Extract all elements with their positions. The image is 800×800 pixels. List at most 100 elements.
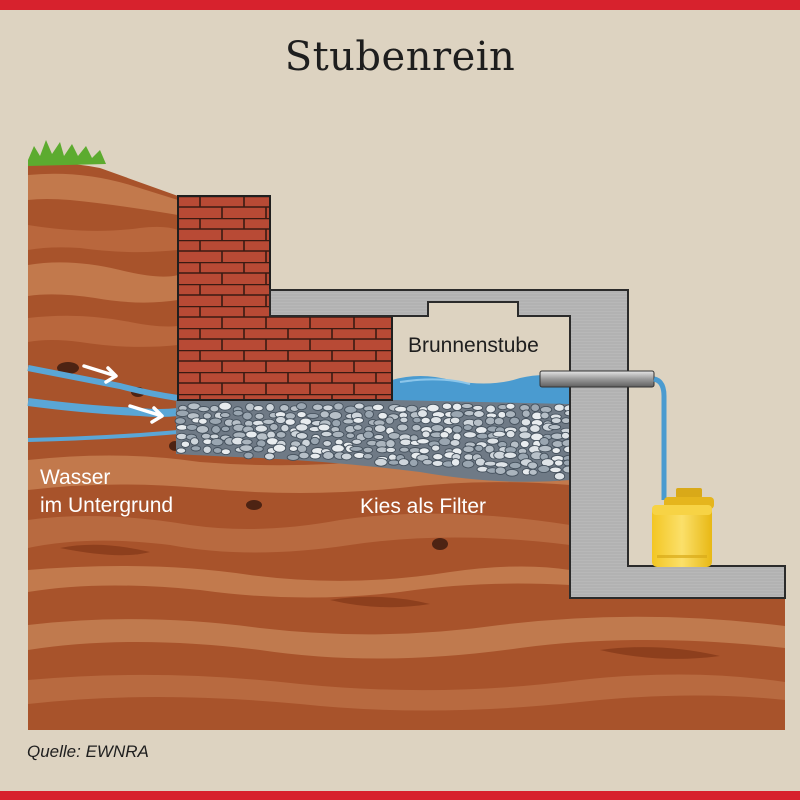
label-groundwater-line2: im Untergrund xyxy=(40,494,173,517)
gravel-pebble xyxy=(472,404,484,411)
gravel-pebble xyxy=(220,425,231,433)
gravel-pebble xyxy=(551,447,561,454)
gravel-pebble xyxy=(364,409,374,419)
gravel-pebble xyxy=(262,418,275,425)
gravel-pebble xyxy=(309,452,321,460)
gravel-pebble xyxy=(195,425,210,434)
gravel-pebble xyxy=(394,405,408,413)
gravel-pebble xyxy=(385,439,396,449)
gravel-pebble xyxy=(387,459,400,466)
gravel-pebble xyxy=(333,402,344,411)
label-gravel: Kies als Filter xyxy=(360,495,486,518)
gravel-pebble xyxy=(420,416,431,425)
gravel-pebble xyxy=(439,431,450,439)
gravel-pebble xyxy=(505,468,519,477)
gravel-pebble xyxy=(362,446,374,454)
gravel-pebble xyxy=(474,457,486,467)
gravel-pebble xyxy=(342,418,355,425)
gravel-pebble xyxy=(245,402,255,412)
gravel-pebble xyxy=(211,425,221,434)
gravel-pebble xyxy=(254,424,268,433)
gravel-pebble xyxy=(189,437,200,446)
gravel-pebble xyxy=(340,452,353,461)
gravel-pebble xyxy=(431,459,444,467)
label-groundwater-line1: Wasser xyxy=(40,466,110,489)
gravel-pebble xyxy=(331,419,342,428)
gravel-pebble xyxy=(373,434,385,440)
gravel-pebble xyxy=(254,412,265,420)
gravel-pebble xyxy=(551,440,564,448)
gravel-pebble xyxy=(554,459,564,467)
bottom-red-bar xyxy=(0,791,800,800)
grass-tuft xyxy=(28,140,106,166)
gravel-pebble xyxy=(518,431,532,440)
gravel-pebble xyxy=(197,406,210,413)
gravel-pebble xyxy=(460,402,474,410)
gravel-pebble xyxy=(284,418,296,426)
gravel-pebble xyxy=(319,410,330,419)
gravel-pebble xyxy=(296,402,307,411)
gravel-pebble xyxy=(209,417,222,425)
gravel-filter xyxy=(174,400,578,482)
gravel-pebble xyxy=(537,464,551,474)
gravel-pebble xyxy=(521,409,531,418)
gravel-pebble xyxy=(372,403,384,412)
gravel-pebble xyxy=(426,403,440,413)
gravel-pebble xyxy=(241,438,253,446)
gravel-pebble xyxy=(296,411,307,419)
gravel-pebble xyxy=(461,459,475,469)
gravel-pebble xyxy=(549,466,562,474)
gravel-pebble xyxy=(539,437,550,446)
gravel-pebble xyxy=(242,411,253,421)
gravel-pebble xyxy=(508,461,522,470)
gravel-pebble xyxy=(431,444,441,452)
gravel-pebble xyxy=(322,451,335,460)
gravel-pebble xyxy=(328,411,343,420)
gravel-pebble xyxy=(190,445,202,452)
gravel-pebble xyxy=(187,402,201,411)
gravel-pebble xyxy=(243,451,254,460)
gravel-pebble xyxy=(219,412,231,419)
gravel-pebble xyxy=(351,438,362,445)
gravel-pebble xyxy=(529,424,541,433)
gravel-pebble xyxy=(310,436,320,446)
gravel-pebble xyxy=(492,430,506,438)
gravel-pebble xyxy=(220,448,231,456)
gravel-pebble xyxy=(463,431,477,439)
gravel-pebble xyxy=(312,403,324,411)
gravel-pebble xyxy=(377,411,388,420)
label-brunnenstube: Brunnenstube xyxy=(408,334,539,357)
gravel-pebble xyxy=(174,417,186,425)
gravel-pebble xyxy=(421,430,431,439)
gravel-pebble xyxy=(505,402,516,410)
gravel-pebble xyxy=(374,457,388,467)
gravel-pebble xyxy=(553,403,565,412)
gravel-pebble xyxy=(504,410,517,419)
gravel-pebble xyxy=(451,425,463,434)
gravel-pebble xyxy=(280,423,290,433)
gravel-pebble xyxy=(509,416,520,425)
gravel-pebble xyxy=(239,444,254,452)
gravel-pebble xyxy=(298,451,310,460)
gravel-pebble xyxy=(527,461,538,470)
gravel-pebble xyxy=(322,440,332,447)
gravel-pebble xyxy=(317,423,331,432)
water-canister xyxy=(652,488,714,567)
gravel-pebble xyxy=(252,445,264,453)
gravel-pebble xyxy=(449,439,461,447)
gravel-pebble xyxy=(218,401,232,411)
gravel-pebble xyxy=(405,404,419,413)
gravel-pebble xyxy=(354,402,365,410)
gravel-pebble xyxy=(295,432,308,440)
top-red-bar xyxy=(0,0,800,10)
gravel-pebble xyxy=(385,416,395,425)
gravel-pebble xyxy=(201,432,212,440)
gravel-pebble xyxy=(484,444,495,454)
gravel-pebble xyxy=(530,403,540,412)
gravel-pebble xyxy=(286,453,300,461)
gravel-pebble xyxy=(450,458,461,467)
diagram-title: Stubenrein xyxy=(284,34,516,80)
gravel-pebble xyxy=(538,444,553,453)
gravel-pebble xyxy=(474,444,484,452)
source-note: Quelle: EWNRA xyxy=(27,742,149,761)
